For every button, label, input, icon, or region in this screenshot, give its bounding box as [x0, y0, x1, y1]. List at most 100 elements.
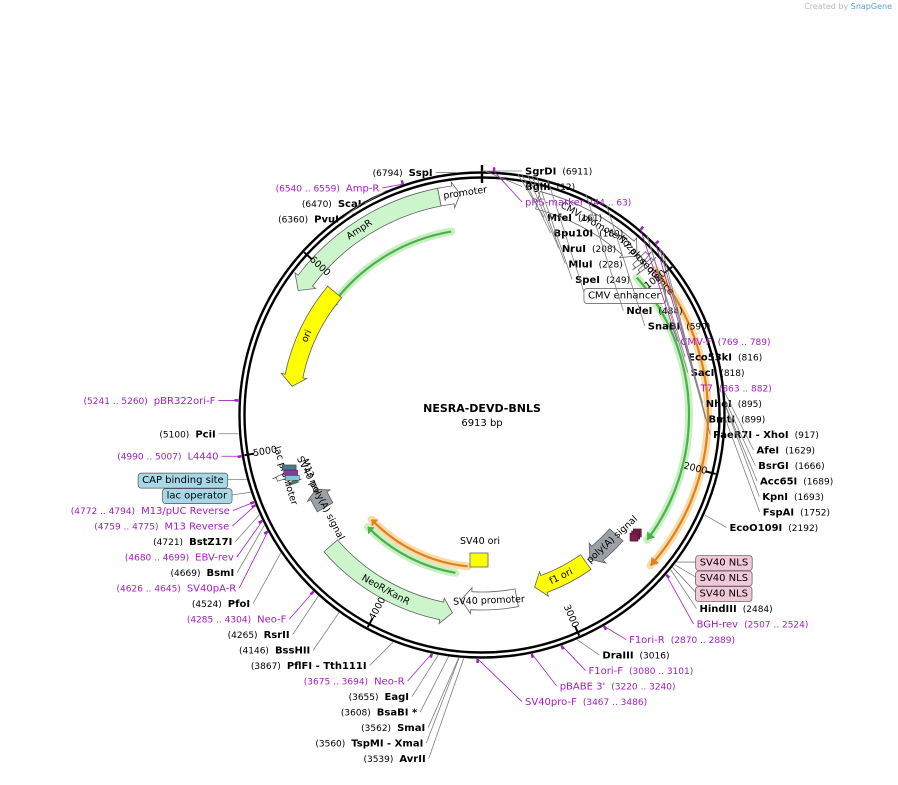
site-feature-tag: CAP binding site	[137, 472, 247, 489]
leader-line	[674, 564, 697, 578]
site-name-text: F1ori-R	[629, 635, 665, 646]
site-name: (3560)TspMI - XmaI	[315, 739, 423, 750]
site-feature-tag: SV40 NLS	[676, 555, 753, 571]
leader-line	[662, 250, 711, 435]
site-position: (3655)	[349, 693, 379, 703]
backbone-inner-strand	[243, 176, 721, 654]
site-enzyme: (4669)BsmI	[171, 525, 265, 579]
site-name: lac operator	[167, 491, 228, 502]
site-name-text: PciI	[195, 429, 215, 440]
orf-arrowhead	[371, 519, 379, 527]
site-name-text: Neo-F	[257, 615, 287, 626]
primer-tick	[560, 645, 565, 650]
site-position: (4990 .. 5007)	[117, 453, 181, 463]
leader-line	[547, 179, 586, 296]
site-name: (3867)PflFI - Tth111I	[251, 661, 367, 672]
site-enzyme: NdeI(484)	[585, 194, 683, 317]
site-position: (44 .. 63)	[590, 199, 631, 209]
site-name-text: BsmI	[206, 568, 234, 579]
site-name-text: T7	[699, 384, 712, 395]
leader-line	[725, 407, 760, 497]
site-position: (769 .. 789)	[718, 338, 771, 348]
primer-tick	[263, 530, 269, 535]
feature-cds	[323, 539, 453, 625]
site-position: (2192)	[788, 524, 818, 534]
feature-tag-box	[137, 472, 229, 489]
orf-arc	[367, 526, 456, 574]
site-name-text: SacI	[691, 368, 715, 379]
site-name-text: MfeI	[547, 213, 572, 224]
site-primer: (4990 .. 5007)L4440	[117, 452, 242, 463]
site-name-text: DraIII	[602, 651, 633, 662]
site-name: Bpu10I(180)	[554, 229, 624, 240]
site-name-text: HindIII	[699, 604, 736, 615]
leader-line	[672, 567, 697, 594]
site-name: (4265)RsrII	[228, 630, 290, 641]
plasmid-length: 6913 bp	[461, 418, 502, 429]
site-name: SgrDI(6911)	[525, 167, 592, 178]
leader-line	[477, 658, 523, 702]
site-primer: CMV-F(769 .. 789)	[639, 225, 771, 348]
leader-line	[484, 170, 523, 187]
site-primer: BGH-rev(2507 .. 2524)	[665, 574, 808, 631]
site-name-text: BmtI	[709, 415, 736, 426]
feature-tag-box	[162, 488, 233, 504]
site-position: (2484)	[743, 605, 773, 615]
site-primer: (5241 .. 5260)pBR322ori-F	[84, 396, 239, 407]
site-name: SpeI(249)	[575, 275, 630, 286]
site-position: (3867)	[251, 662, 281, 672]
site-name-text: NdeI	[626, 306, 652, 317]
feature-polya	[588, 528, 624, 564]
site-name: MluI(228)	[568, 260, 622, 271]
site-position: (3608)	[341, 709, 371, 719]
site-position: (6540 .. 6559)	[276, 184, 340, 194]
site-name: (4524)PfoI	[192, 599, 250, 610]
feature-label: M13 rev	[299, 458, 321, 496]
feature-tag-box	[695, 570, 753, 587]
site-position: (818)	[720, 369, 744, 379]
site-enzyme: FspAI(1752)	[725, 420, 830, 519]
site-position: (3560)	[315, 740, 345, 750]
site-position: (1689)	[803, 478, 833, 488]
snapgene-credit: Created by SnapGene	[804, 2, 892, 11]
site-name-text: FspAI	[763, 508, 794, 519]
site-name: KpnI(1693)	[762, 492, 824, 503]
tick-label: 3000	[561, 603, 581, 630]
site-name-text: SpeI	[575, 275, 600, 286]
site-enzyme: (3562)SmaI	[361, 657, 460, 734]
site-name: (4990 .. 5007)L4440	[117, 452, 218, 463]
tick-mark	[705, 470, 716, 475]
site-enzyme: DraIII(3016)	[576, 639, 669, 662]
site-enzyme: Acc65I(1689)	[725, 406, 833, 488]
site-name: (4680 .. 4699)EBV-rev	[125, 553, 234, 564]
site-primer: (4680 .. 4699)EBV-rev	[125, 519, 263, 564]
site-position: (5241 .. 5260)	[84, 397, 148, 407]
leader-line	[725, 401, 756, 466]
site-enzyme: (3655)EagI	[349, 654, 439, 703]
leader-line	[428, 658, 465, 759]
feature-promoter	[437, 180, 461, 210]
site-name: BmtI(899)	[709, 415, 766, 426]
site-position: (4772 .. 4794)	[71, 507, 135, 517]
site-feature-tag: CMV enhancer	[547, 179, 666, 304]
site-enzyme: (4265)RsrII	[228, 595, 319, 641]
leader-line	[382, 183, 404, 189]
site-name: (5241 .. 5260)pBR322ori-F	[84, 396, 216, 407]
leader-line	[576, 639, 600, 656]
site-position: (4146)	[239, 647, 269, 657]
site-position: (3562)	[361, 724, 391, 734]
site-name-text: PvuI	[314, 214, 339, 225]
tick-label: 4000	[367, 595, 388, 622]
site-name: (3675 .. 3694)Neo-R	[304, 677, 405, 688]
site-name: SacI (818)	[691, 368, 745, 379]
feature-tag-box	[695, 586, 753, 602]
site-enzyme: (3608)BsaBI *	[341, 656, 449, 719]
leader-line	[289, 591, 314, 620]
site-enzyme: KpnI(1693)	[725, 407, 824, 503]
site-position: (1629)	[785, 447, 815, 457]
site-primer: (4772 .. 4794)M13/pUC Reverse	[71, 500, 255, 517]
primer-tick	[258, 519, 263, 524]
site-name-text: SV40 NLS	[700, 558, 749, 569]
primer-tick	[251, 504, 256, 509]
leader-line	[521, 174, 551, 234]
